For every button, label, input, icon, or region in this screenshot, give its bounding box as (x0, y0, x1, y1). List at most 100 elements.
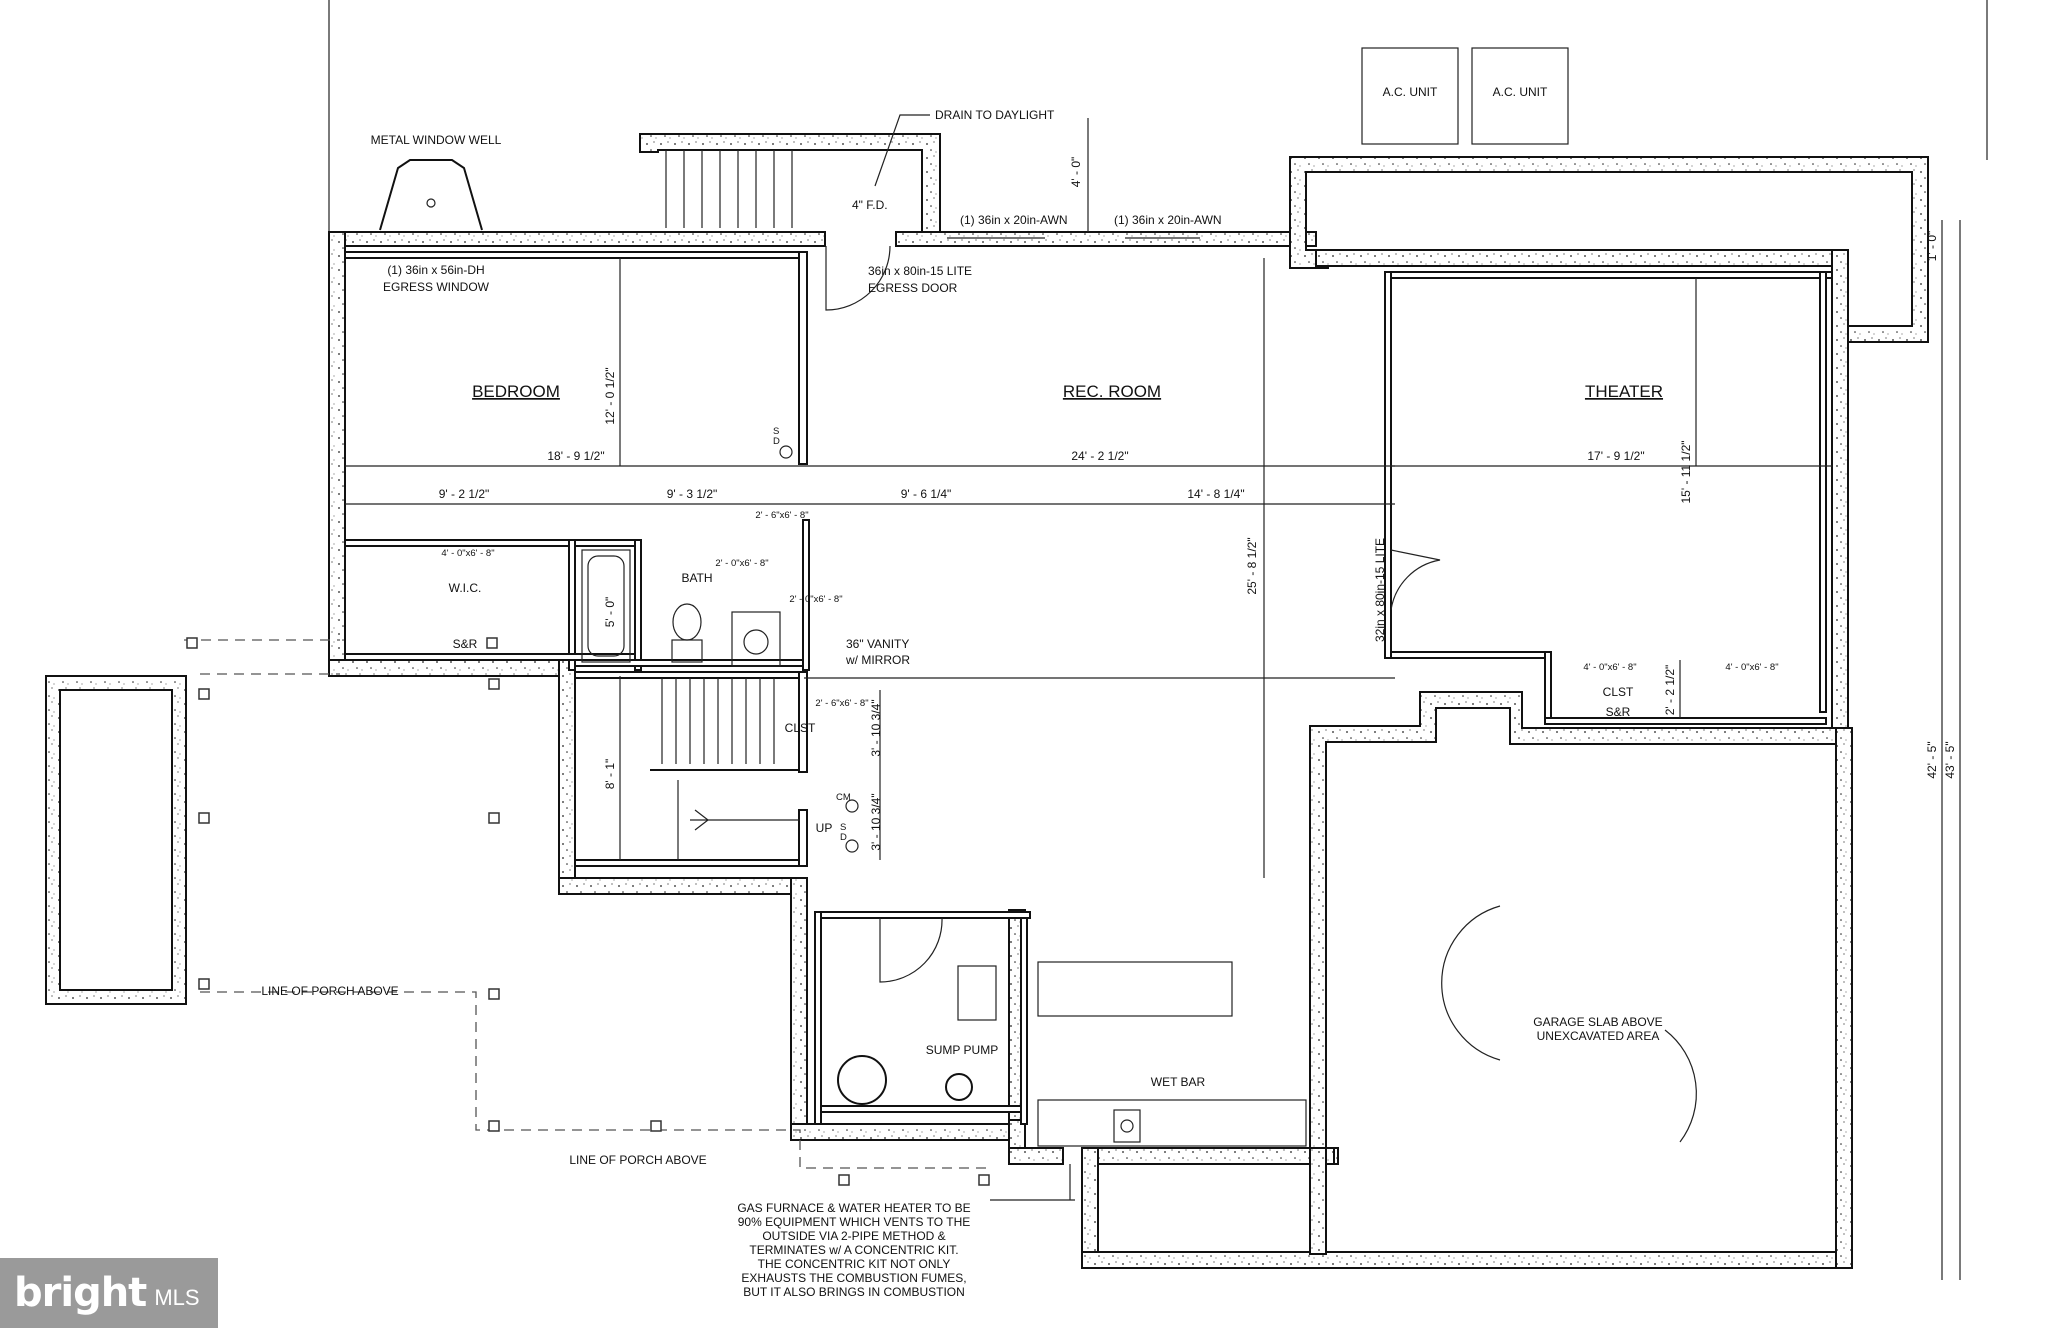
watermark-brand: bright (14, 1270, 147, 1316)
watermark-suffix: MLS (154, 1285, 200, 1310)
ac-unit-label: A.C. UNIT (1493, 85, 1548, 99)
dim-3-10-b: 3' - 10 3/4" (869, 793, 883, 850)
label-shelf-rod-theater: S&R (1606, 705, 1631, 719)
label-vanity-2: w/ MIRROR (845, 653, 910, 667)
dim-4-0: 4' - 0" (1069, 157, 1083, 188)
dim-2-2: 2' - 2 1/2" (1663, 665, 1677, 716)
porch-post (650, 1120, 662, 1132)
mech-door-swing (879, 917, 943, 983)
room-label-wet-bar: WET BAR (1151, 1075, 1206, 1089)
dim-42-5: 42' - 5" (1925, 741, 1939, 778)
dim-15-11: 15' - 11 1/2" (1679, 440, 1693, 503)
dim-5-0: 5' - 0" (603, 597, 617, 628)
bath-fixtures (581, 549, 781, 667)
dim-9-3: 9' - 3 1/2" (667, 487, 718, 501)
note-line: BUT IT ALSO BRINGS IN COMBUSTION (743, 1285, 965, 1299)
dim-8-1: 8' - 1" (603, 759, 617, 790)
room-label-bedroom: BEDROOM (472, 382, 560, 401)
interior-walls (344, 251, 1833, 1147)
room-label-clst-stair: CLST (785, 721, 816, 735)
label-egress-window-1: (1) 36in x 56in-DH (387, 263, 484, 277)
label-metal-window-well: METAL WINDOW WELL (371, 133, 502, 147)
theater-door-swing (1390, 549, 1441, 611)
label-shelf-rod-wic: S&R (453, 637, 478, 651)
note-line: EXHAUSTS THE COMBUSTION FUMES, (741, 1271, 966, 1285)
porch-post (838, 1174, 850, 1186)
metal-window-well (379, 159, 483, 231)
label-smoke2-d: D (840, 832, 847, 843)
dim-14-8: 14' - 8 1/4" (1187, 487, 1244, 501)
note-line: OUTSIDE VIA 2-PIPE METHOD & (762, 1229, 945, 1243)
door-tag-theater-clst-1: 4' - 0"x6' - 8" (1583, 662, 1636, 673)
door-tag-bath-1: 2' - 0"x6' - 8" (715, 558, 768, 569)
label-egress-door-2: EGRESS DOOR (868, 281, 958, 295)
room-label-clst-theater: CLST (1603, 685, 1634, 699)
label-up: UP (816, 821, 833, 835)
interior-stairs (650, 678, 800, 860)
door-tag-bath-2: 2' - 0"x6' - 8" (789, 594, 842, 605)
porch-post (488, 988, 500, 1000)
ac-unit-2: A.C. UNIT (1471, 47, 1569, 145)
label-floor-drain: 4" F.D. (852, 198, 888, 212)
label-cm: CM (836, 792, 851, 803)
dim-24-2: 24' - 2 1/2" (1071, 449, 1128, 463)
label-awning-window-1: (1) 36in x 20in-AWN (960, 213, 1068, 227)
exterior-stairs (665, 150, 793, 228)
porch-post (486, 637, 498, 649)
ac-unit-1: A.C. UNIT (1361, 47, 1459, 145)
room-label-bath: BATH (681, 571, 712, 585)
label-drain: DRAIN TO DAYLIGHT (935, 108, 1055, 122)
dim-17-9: 17' - 9 1/2" (1587, 449, 1644, 463)
porch-post (488, 1120, 500, 1132)
dimension-lines (345, 118, 1961, 1280)
door-tag-bedroom: 2' - 6"x6' - 8" (755, 510, 808, 521)
garage-arc-1 (1441, 905, 1501, 1061)
label-sump-pump: SUMP PUMP (926, 1043, 998, 1057)
label-garage-1: GARAGE SLAB ABOVE (1533, 1015, 1662, 1029)
porch-post (186, 637, 198, 649)
door-tag-theater-clst-2: 4' - 0"x6' - 8" (1725, 662, 1778, 673)
label-egress-door-1: 36in x 80in-15 LITE (868, 264, 972, 278)
watermark-logo: bright MLS (0, 1258, 218, 1328)
porch-post (978, 1174, 990, 1186)
label-awning-window-2: (1) 36in x 20in-AWN (1114, 213, 1222, 227)
porch-post (488, 812, 500, 824)
garage-arc-2 (1664, 1029, 1697, 1143)
label-smoke2-s: S (840, 822, 846, 833)
porch-post (198, 812, 210, 824)
label-porch-line-1: LINE OF PORCH ABOVE (261, 984, 398, 998)
ac-unit-label: A.C. UNIT (1383, 85, 1438, 99)
dim-9-6: 9' - 6 1/4" (901, 487, 952, 501)
label-theater-door: 32in x 80in-15 LITE (1373, 538, 1387, 642)
dim-3-10-a: 3' - 10 3/4" (869, 699, 883, 756)
note-line: 90% EQUIPMENT WHICH VENTS TO THE (738, 1215, 971, 1229)
note-line: TERMINATES w/ A CONCENTRIC KIT. (749, 1243, 958, 1257)
label-vanity-1: 36" VANITY (846, 637, 909, 651)
room-label-rec-room: REC. ROOM (1063, 382, 1161, 401)
porch-post (198, 978, 210, 990)
dim-25-8: 25' - 8 1/2" (1245, 537, 1259, 594)
egress-door-swing (825, 245, 891, 311)
label-garage-2: UNEXCAVATED AREA (1537, 1029, 1660, 1043)
porch-post (198, 688, 210, 700)
room-label-theater: THEATER (1585, 382, 1663, 401)
dim-43-5: 43' - 5" (1943, 741, 1957, 778)
dim-1-0: 1' - 0" (1925, 231, 1939, 262)
dim-12-0: 12' - 0 1/2" (603, 367, 617, 424)
room-label-wic: W.I.C. (449, 581, 482, 595)
porch-post (488, 678, 500, 690)
door-tag-clst: 2' - 6"x6' - 8" (815, 698, 868, 709)
bar-sink (1113, 1109, 1141, 1143)
dim-18-9: 18' - 9 1/2" (547, 449, 604, 463)
porch-outline (184, 637, 990, 1186)
foundation-walls (45, 133, 1929, 1269)
label-smoke-d: D (773, 436, 780, 447)
door-tag-wic: 4' - 0"x6' - 8" (441, 548, 494, 559)
note-line: THE CONCENTRIC KIT NOT ONLY (758, 1257, 951, 1271)
note-line: GAS FURNACE & WATER HEATER TO BE (737, 1201, 970, 1215)
label-porch-line-2: LINE OF PORCH ABOVE (569, 1153, 706, 1167)
mechanical-equipment (837, 965, 997, 1105)
label-egress-window-2: EGRESS WINDOW (383, 280, 490, 294)
